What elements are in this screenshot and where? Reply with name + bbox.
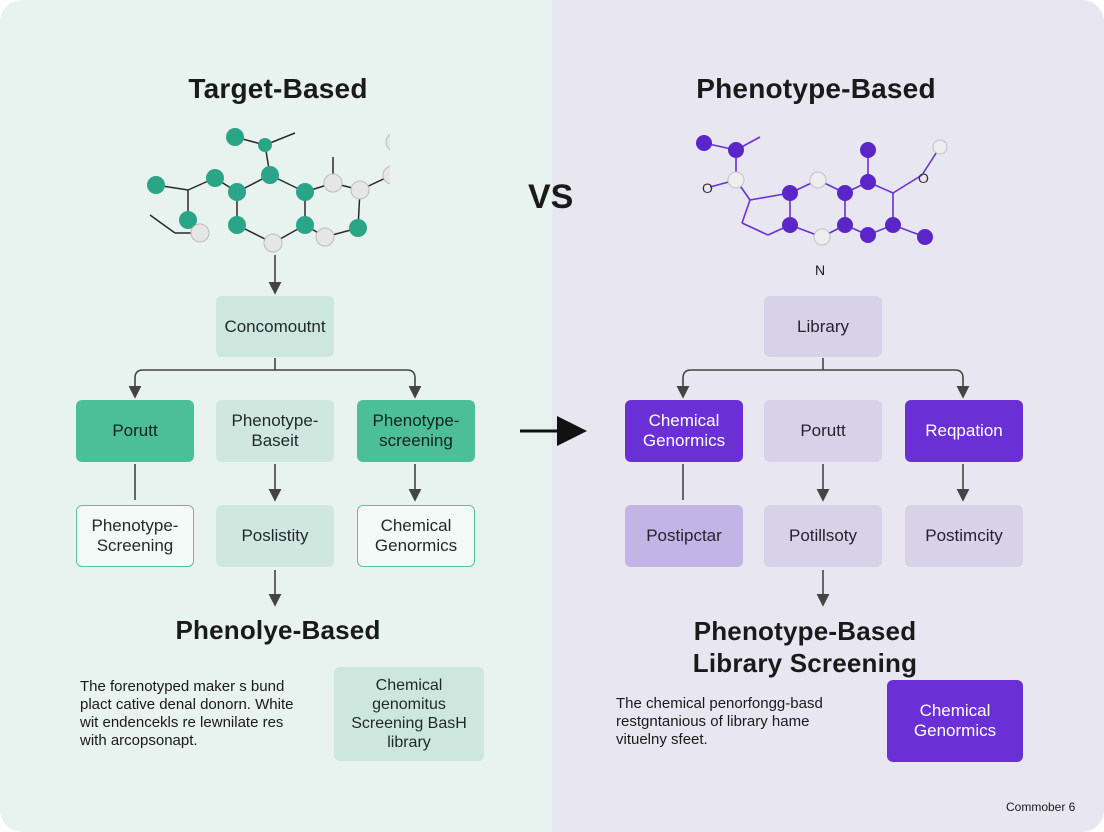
vs-label: VS xyxy=(528,178,574,216)
right-description: The chemical penorfongg-basd restgntanio… xyxy=(616,695,823,748)
node-l1-3: Phenotype- screening xyxy=(357,400,475,462)
footer-label: Commober 6 xyxy=(1006,800,1076,814)
left-callout: Chemical genomitus Screening BasH librar… xyxy=(334,667,484,761)
node-l2-3: Chemical Genormics xyxy=(357,505,475,567)
root-node: Concomoutnt xyxy=(216,296,334,357)
node-r2-2: Potillsoty xyxy=(764,505,882,567)
node-l2-2: Poslistity xyxy=(216,505,334,567)
svg-text:O: O xyxy=(918,170,929,186)
left-description: The forenotyped maker s bund plact cativ… xyxy=(80,678,294,749)
node-r1-2: Porutt xyxy=(764,400,882,462)
node-r1-3: Reqpation xyxy=(905,400,1023,462)
node-r1-1: Chemical Genormics xyxy=(625,400,743,462)
node-r2-3: Postimcity xyxy=(905,505,1023,567)
target-based-title: Target-Based xyxy=(188,73,368,104)
node-l1-2: Phenotype- Baseit xyxy=(216,400,334,462)
node-l2-1: Phenotype- Screening xyxy=(76,505,194,567)
node-l1-1: Porutt xyxy=(76,400,194,462)
right-subtitle: Phenotype-Based Library Screening xyxy=(692,616,918,678)
node-r2-1: Postipctar xyxy=(625,505,743,567)
molecule-atom-label: N xyxy=(815,262,826,278)
target-molecule-icon xyxy=(147,128,390,253)
phenotype-molecule-icon: O O xyxy=(696,135,948,246)
phenotype-based-title: Phenotype-Based xyxy=(696,73,936,104)
right-callout: Chemical Genormics xyxy=(887,680,1023,762)
library-node: Library xyxy=(764,296,882,357)
svg-text:O: O xyxy=(702,180,713,196)
left-subtitle: Phenolye-Based xyxy=(175,615,381,645)
